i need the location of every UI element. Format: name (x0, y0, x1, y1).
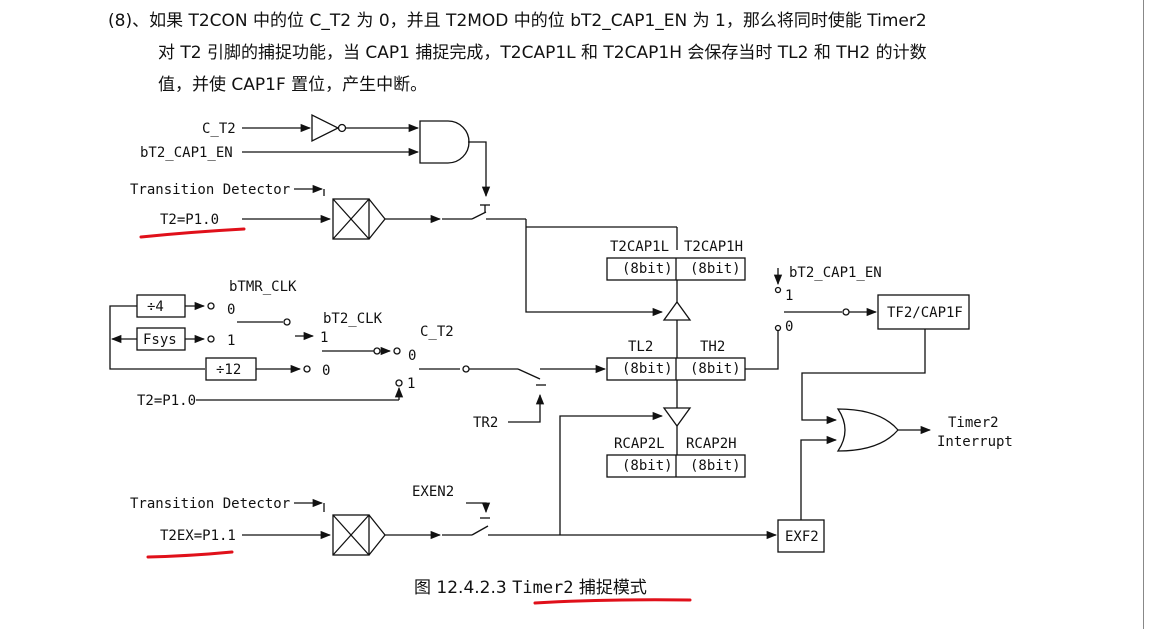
btmr-pivot (283, 318, 291, 326)
paragraph-line-3: 值，并使 CAP1F 置位，产生中断。 (158, 75, 428, 95)
label-bit8-a: (8bit) (622, 261, 673, 277)
label-cap1-en-right: bT2_CAP1_EN (789, 265, 882, 281)
label-bit8-e: (8bit) (622, 458, 673, 474)
label-cap1-en: bT2_CAP1_EN (140, 145, 233, 161)
contact-div12 (303, 365, 311, 373)
paragraph-line-2: 对 T2 引脚的捕捉功能，当 CAP1 捕捉完成，T2CAP1L 和 T2CAP… (158, 43, 927, 63)
label-n0b: 0 (322, 363, 330, 379)
overflow-contact (774, 324, 782, 332)
label-tr2: TR2 (473, 415, 498, 431)
exf2-box (777, 519, 825, 553)
label-n1b: 1 (320, 330, 328, 346)
detector2-arrowhead (368, 514, 386, 556)
wire-exen2 (466, 502, 491, 514)
label-td1: Transition Detector (130, 182, 290, 198)
label-td2: Transition Detector (130, 496, 290, 512)
capture-up-triangle (662, 300, 692, 321)
and-gate (419, 120, 470, 164)
contact-ct2-0 (393, 347, 401, 355)
label-timer2: Timer2 (948, 415, 999, 431)
red-underline-caption (533, 598, 692, 605)
detector-box-1 (332, 198, 370, 240)
exen2-blade (471, 525, 489, 536)
label-exf2: EXF2 (785, 529, 819, 545)
reload-down-triangle (662, 407, 692, 428)
label-n0d: 0 (785, 319, 793, 335)
label-n0c: 0 (408, 348, 416, 364)
caption-suffix: 捕捉模式 (573, 578, 647, 598)
wire-exf2-or (800, 435, 838, 520)
label-exen2: EXEN2 (412, 484, 454, 500)
wire-exen-reload (559, 411, 664, 535)
red-underline-t2ex (146, 550, 234, 559)
label-tf2: TF2/CAP1F (887, 305, 963, 321)
switch2-pivot (842, 308, 850, 316)
label-bit8-f: (8bit) (690, 458, 741, 474)
contact-div4 (207, 302, 215, 310)
wire-to-capture (525, 219, 664, 317)
bt2clk-pivot (373, 347, 381, 355)
label-div4: ÷4 (147, 299, 164, 315)
label-t2cap1h: T2CAP1H (684, 239, 743, 255)
label-n1c: 1 (407, 376, 415, 392)
wire-fsys-loop (109, 305, 205, 370)
not-bubble (337, 123, 347, 133)
label-n0a: 0 (227, 302, 235, 318)
label-btmr-clk: bTMR_CLK (229, 279, 297, 295)
label-rcap2l: RCAP2L (614, 436, 665, 452)
label-bit8-d: (8bit) (690, 361, 741, 377)
caption-timer: Timer2 (512, 578, 574, 598)
label-bt2-clk: bT2_CLK (323, 311, 383, 327)
paragraph-line-1: (8)、如果 T2CON 中的位 C_T2 为 0，并且 T2MOD 中的位 b… (108, 11, 927, 31)
label-interrupt: Interrupt (937, 434, 1013, 450)
detector2-diag-b (332, 514, 370, 556)
label-n1a: 1 (227, 333, 235, 349)
wire-tr2 (508, 393, 545, 423)
contact-fsys (207, 335, 215, 343)
wire-th2-overflow (745, 330, 779, 370)
red-underline-t2 (139, 227, 246, 239)
ct2-pivot (462, 365, 470, 373)
detector-box-2 (332, 514, 370, 556)
label-div12: ÷12 (216, 362, 241, 378)
label-t2-pin2: T2=P1.0 (137, 393, 196, 409)
tf2-flag-box (877, 294, 970, 330)
label-th2: TH2 (700, 339, 725, 355)
label-fsys: Fsys (143, 332, 177, 348)
figure-caption: 图 12.4.2.3 Timer2 捕捉模式 (414, 573, 647, 598)
detector1-arrowhead (368, 198, 386, 240)
label-c-t2-mid: C_T2 (420, 324, 454, 340)
label-rcap2h: RCAP2H (686, 436, 737, 452)
label-t2cap1l: T2CAP1L (610, 239, 669, 255)
detector1-diag-b (332, 198, 370, 240)
capture-contact (774, 286, 782, 294)
wire-tf2-or (801, 329, 926, 425)
label-bit8-b: (8bit) (690, 261, 741, 277)
label-n1d: 1 (785, 288, 793, 304)
caption-prefix: 图 12.4.2.3 (414, 578, 513, 598)
label-tl2: TL2 (628, 339, 653, 355)
contact-ct2-1 (395, 379, 403, 387)
wire-and-switch (468, 141, 491, 198)
label-bit8-c: (8bit) (622, 361, 673, 377)
label-t2-pin: T2=P1.0 (160, 212, 219, 228)
or-gate (836, 408, 899, 452)
label-t2ex: T2EX=P1.1 (160, 528, 236, 544)
not-gate (311, 113, 340, 143)
label-c-t2-top: C_T2 (202, 121, 236, 137)
tr2-blade (517, 368, 541, 380)
switch1-blade (471, 211, 487, 220)
page-edge-line (1143, 0, 1144, 629)
